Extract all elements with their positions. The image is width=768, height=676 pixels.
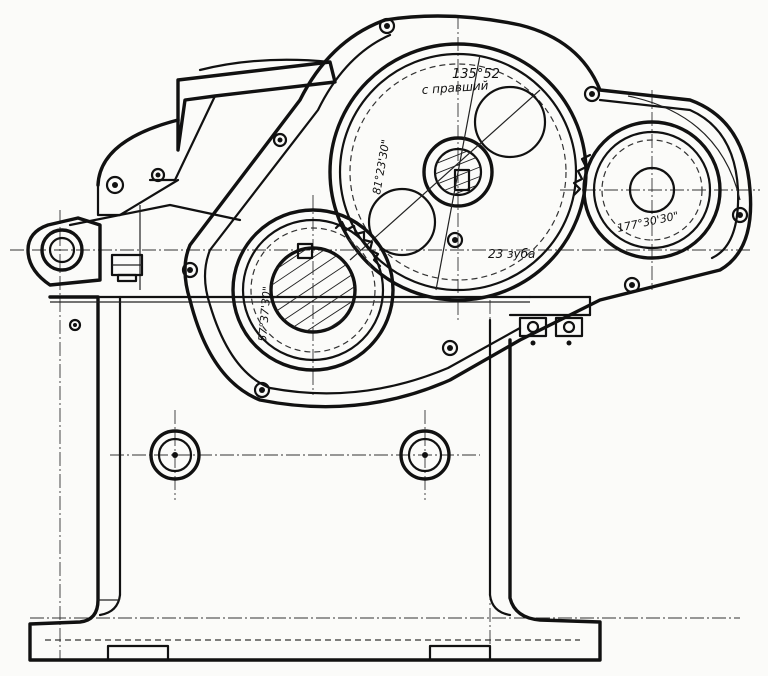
- direction-label: с правший: [421, 78, 489, 97]
- angle-right-label: 177°30'30": [616, 209, 680, 235]
- gear-cover: [183, 14, 753, 409]
- teeth-count-label: 23 зуба: [488, 247, 535, 261]
- angle-left-label: 81°23'30": [370, 139, 392, 196]
- right-nuts: [518, 316, 584, 346]
- housing-bolts: [68, 132, 288, 332]
- left-bolt: [110, 253, 144, 283]
- cover-bolts: [181, 17, 749, 399]
- rear-housing: [68, 58, 337, 290]
- center-lines: [10, 15, 760, 660]
- angle-top-label: 135°52: [452, 67, 500, 82]
- angle-lower-left-label: 57°37'30": [256, 286, 274, 342]
- lower-bolts: [149, 429, 451, 481]
- base-stand: [28, 295, 602, 662]
- right-gear: [572, 120, 722, 260]
- left-lug: [26, 216, 102, 287]
